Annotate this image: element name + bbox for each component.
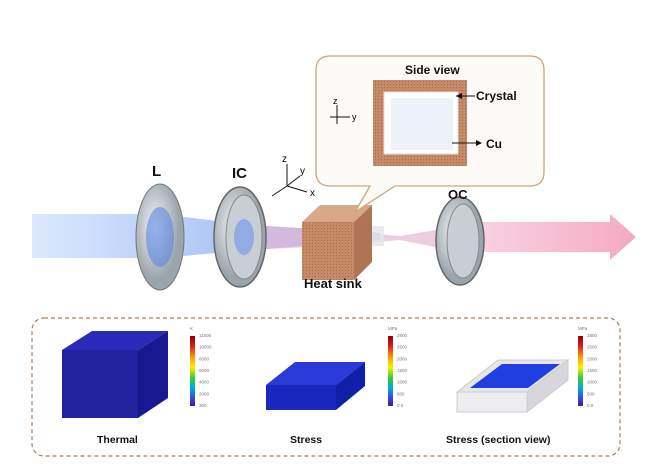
- callout-axis-z: z: [333, 96, 338, 106]
- input-coupler: [213, 186, 267, 288]
- colorbar-tick: 8000: [199, 356, 210, 361]
- colorbar: [388, 336, 393, 406]
- label-crystal: Crystal: [476, 89, 517, 103]
- label-IC: IC: [232, 165, 247, 182]
- colorbar-tick: 11000: [199, 333, 212, 338]
- colorbar-tick: 0.0: [397, 403, 404, 408]
- output-beam: [460, 214, 636, 260]
- axis-x: x: [310, 188, 315, 199]
- colorbar-unit: MPa: [388, 326, 398, 331]
- coordinate-axes: [271, 164, 308, 197]
- colorbar-tick: 10000: [199, 345, 212, 350]
- colorbar-tick: 2000: [199, 391, 210, 396]
- callout-title: Side view: [405, 63, 460, 77]
- colorbar-tick: 1500: [397, 368, 408, 373]
- label-cu: Cu: [486, 137, 502, 151]
- colorbar-tick: 1000: [397, 380, 408, 385]
- label-heat-sink: Heat sink: [304, 276, 363, 291]
- caption-stress: Stress: [290, 434, 322, 446]
- thermal-block: [62, 331, 168, 418]
- heat-sink: [302, 205, 384, 280]
- colorbar-tick: 2000: [587, 356, 598, 361]
- output-coupler: [435, 196, 485, 286]
- caption-thermal: Thermal: [97, 434, 138, 446]
- pump-beam: [32, 214, 380, 258]
- colorbar-tick: 300: [199, 403, 207, 408]
- colorbar-tick: 1500: [587, 368, 598, 373]
- axis-y: y: [300, 166, 305, 177]
- stress-block: [266, 362, 365, 410]
- colorbar-tick: 6000: [199, 368, 210, 373]
- colorbar-tick: 2500: [397, 345, 408, 350]
- colorbar: [578, 336, 583, 406]
- colorbar: [190, 336, 195, 406]
- colorbar-unit: K: [190, 326, 193, 331]
- colorbar-tick: 2800: [587, 333, 598, 338]
- callout-axis-y: y: [352, 112, 357, 122]
- colorbar-tick: 0.0: [587, 403, 594, 408]
- colorbar-tick: 2800: [397, 333, 408, 338]
- colorbar-tick: 500: [587, 391, 595, 396]
- colorbar-tick: 500: [397, 391, 405, 396]
- lens-L: [135, 183, 185, 291]
- caption-stress-section: Stress (section view): [446, 434, 550, 446]
- colorbar-tick: 2000: [397, 356, 408, 361]
- colorbar-tick: 4000: [199, 380, 210, 385]
- label-L: L: [152, 163, 161, 180]
- colorbar-tick: 1000: [587, 380, 598, 385]
- axis-z: z: [282, 154, 287, 165]
- simulation-panel: [31, 317, 621, 457]
- side-view-callout: [315, 55, 545, 213]
- colorbar-unit: MPa: [578, 326, 588, 331]
- label-OC: OC: [448, 187, 468, 202]
- stress-section-block: [455, 358, 570, 414]
- colorbar-tick: 2500: [587, 345, 598, 350]
